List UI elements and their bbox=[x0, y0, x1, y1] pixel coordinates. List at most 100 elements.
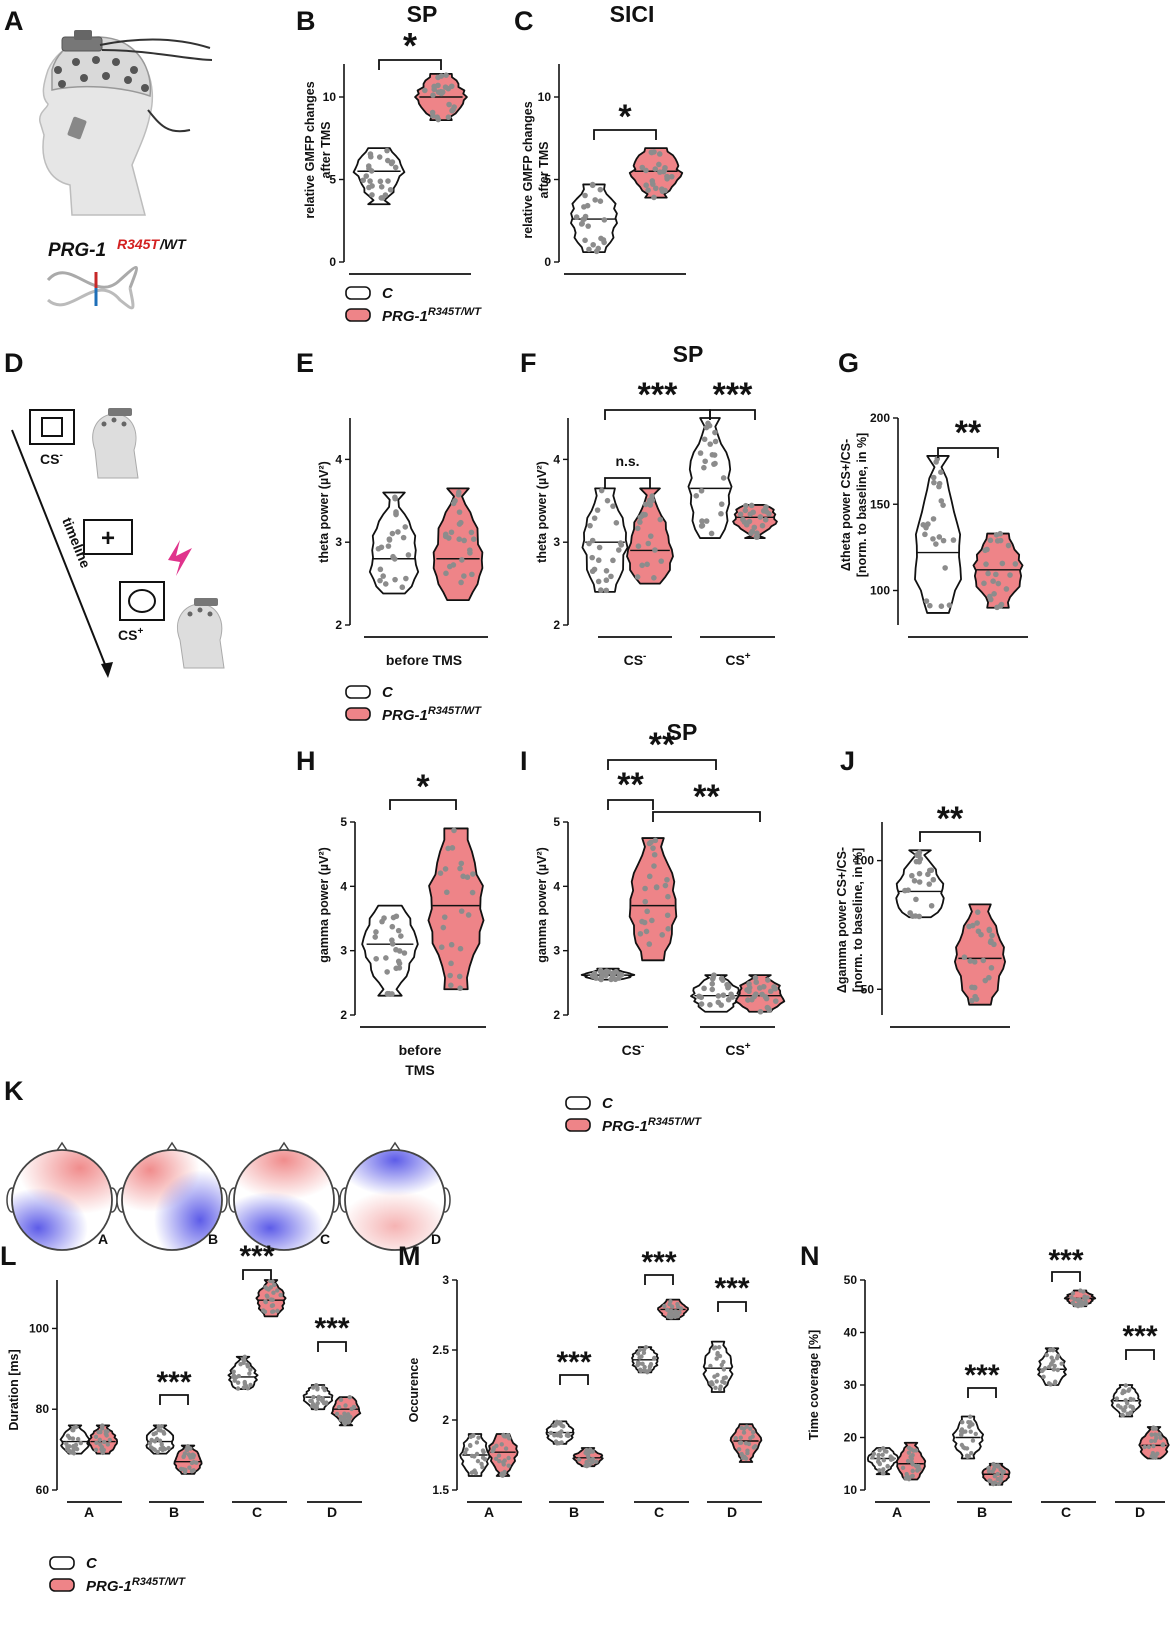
y-tick-label: 60 bbox=[36, 1483, 50, 1497]
data-point bbox=[693, 493, 700, 499]
data-point bbox=[995, 1471, 1000, 1477]
data-point bbox=[759, 991, 765, 998]
data-point bbox=[638, 1367, 643, 1372]
scalp-outline bbox=[121, 1149, 223, 1251]
data-point bbox=[922, 531, 928, 538]
significance-bracket bbox=[1125, 1349, 1155, 1360]
significance-label: *** bbox=[556, 1346, 591, 1379]
data-point bbox=[65, 1447, 70, 1452]
data-point bbox=[1081, 1289, 1086, 1294]
data-point bbox=[505, 1433, 511, 1438]
data-point bbox=[645, 187, 651, 193]
significance-bracket bbox=[559, 1374, 589, 1385]
significance-bracket bbox=[389, 799, 457, 810]
data-point bbox=[468, 529, 475, 536]
data-point bbox=[392, 576, 398, 583]
data-point bbox=[100, 1449, 105, 1454]
topomap-label: B bbox=[208, 1231, 218, 1247]
data-point bbox=[969, 984, 975, 991]
y-tick-label: 10 bbox=[844, 1483, 858, 1497]
data-point bbox=[1044, 1352, 1049, 1358]
data-point bbox=[652, 185, 659, 192]
data-point bbox=[973, 996, 980, 1002]
data-point bbox=[696, 993, 702, 1000]
data-point bbox=[884, 1449, 889, 1454]
data-point bbox=[737, 511, 744, 518]
data-point bbox=[360, 177, 367, 184]
data-point bbox=[649, 178, 656, 184]
data-point bbox=[740, 1455, 745, 1461]
topomap-b: B bbox=[116, 1141, 228, 1251]
data-point bbox=[913, 896, 919, 903]
data-point bbox=[1123, 1383, 1128, 1388]
violin bbox=[1036, 1347, 1068, 1386]
data-point bbox=[1046, 1381, 1052, 1386]
significance-label: *** bbox=[638, 376, 678, 414]
legend-label-control: C bbox=[86, 1555, 98, 1572]
data-point bbox=[553, 1439, 559, 1444]
data-point bbox=[393, 511, 399, 518]
y-tick-label: 200 bbox=[870, 411, 890, 425]
legend-label-mutant: PRG-1R345T/WT bbox=[382, 705, 482, 724]
data-point bbox=[1160, 1442, 1166, 1447]
data-point bbox=[445, 845, 451, 852]
data-point bbox=[490, 1448, 495, 1454]
data-point bbox=[645, 540, 652, 547]
data-point bbox=[718, 1384, 723, 1389]
data-point bbox=[1069, 1295, 1074, 1300]
data-point bbox=[716, 1345, 722, 1350]
significance-bracket bbox=[593, 129, 657, 140]
data-point bbox=[969, 997, 975, 1004]
data-point bbox=[311, 1394, 316, 1400]
data-point bbox=[97, 1437, 102, 1442]
data-point bbox=[711, 461, 717, 467]
data-point bbox=[881, 1457, 887, 1463]
data-point bbox=[448, 982, 454, 989]
data-point bbox=[553, 1423, 558, 1428]
data-point bbox=[926, 881, 933, 887]
data-point bbox=[442, 531, 449, 538]
x-group-label: B bbox=[569, 1504, 579, 1520]
data-point bbox=[387, 186, 394, 193]
y-tick-label: 150 bbox=[870, 497, 890, 511]
data-point bbox=[458, 860, 465, 867]
scalp-outline bbox=[11, 1149, 113, 1251]
data-point bbox=[1082, 1294, 1087, 1299]
significance-bracket bbox=[919, 831, 981, 842]
panel-label-l: L bbox=[0, 1241, 17, 1271]
data-point bbox=[916, 870, 923, 877]
data-point bbox=[608, 976, 614, 983]
y-axis-label: Time coverage [%] bbox=[807, 1330, 821, 1440]
data-point bbox=[757, 514, 764, 520]
data-point bbox=[746, 518, 753, 525]
x-group-label-sup: + bbox=[745, 1041, 751, 1052]
x-group-label-base: CS bbox=[725, 652, 744, 668]
data-point bbox=[610, 971, 616, 978]
data-point bbox=[604, 497, 611, 504]
data-point bbox=[909, 1474, 915, 1479]
data-point bbox=[707, 1002, 713, 1008]
panel-label-i: I bbox=[520, 746, 528, 776]
y-axis-label: gamma power (µV²) bbox=[535, 847, 549, 963]
data-point bbox=[750, 509, 756, 516]
y-tick-label: 80 bbox=[36, 1402, 50, 1416]
data-point bbox=[750, 1429, 756, 1435]
data-point bbox=[983, 561, 989, 567]
data-point bbox=[465, 912, 472, 918]
significance-bracket bbox=[1051, 1271, 1081, 1282]
data-point bbox=[699, 518, 705, 524]
y-tick-label: 5 bbox=[340, 815, 347, 829]
data-point bbox=[967, 1414, 973, 1419]
data-point bbox=[65, 1433, 71, 1438]
panel-label-e: E bbox=[296, 348, 314, 378]
data-point bbox=[637, 1347, 643, 1353]
paradigm-label-sup: - bbox=[59, 450, 62, 461]
data-point bbox=[639, 512, 646, 519]
data-point bbox=[377, 178, 384, 185]
data-point bbox=[652, 166, 659, 172]
